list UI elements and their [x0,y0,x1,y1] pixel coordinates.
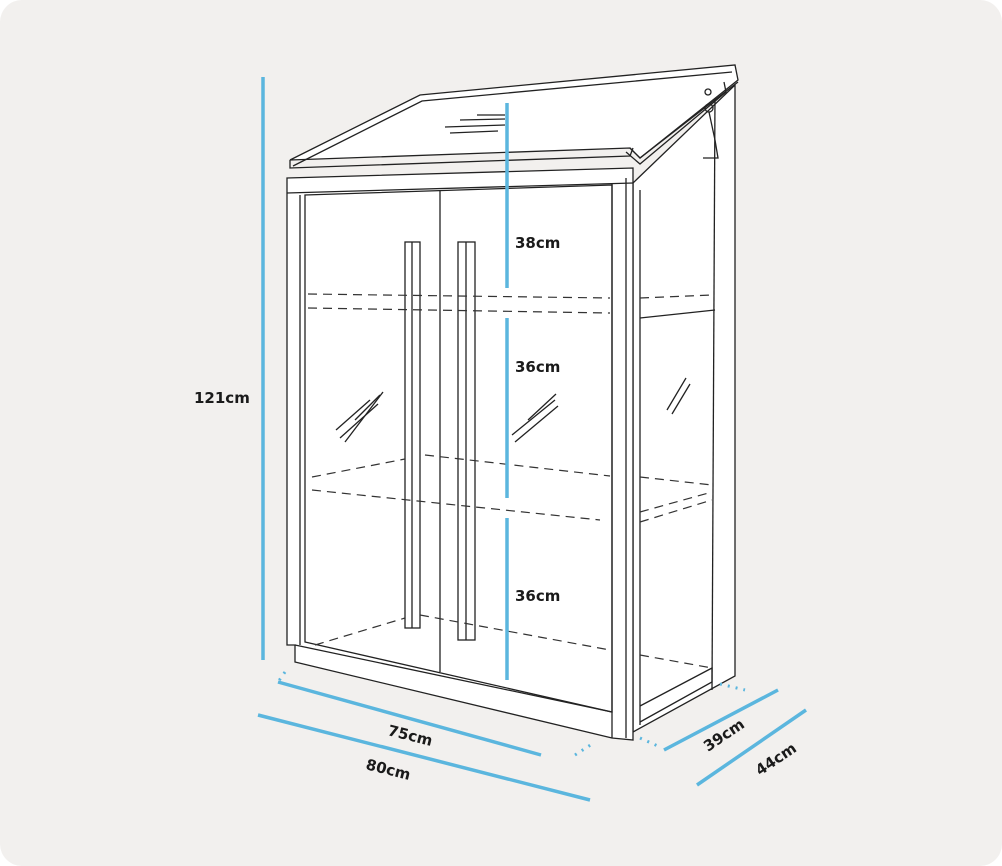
outer-depth-line [696,708,807,787]
outer-depth-label: 44cm [752,739,800,779]
top-compartment-label: 38cm [515,234,560,252]
side-panel [632,83,736,734]
total-height-label: 121cm [194,389,250,407]
glass-reflection-marks [335,377,691,443]
inner-depth-line [663,688,779,752]
outer-width-label: 80cm [364,755,412,783]
inner-width-line [277,680,542,757]
shelf-lines [307,293,713,669]
inner-width-label: 75cm [386,721,434,749]
roof [289,64,739,161]
inner-depth-label: 39cm [700,715,748,755]
dimension-lines [257,77,807,802]
middle-compartment-label: 36cm [515,358,560,376]
outer-width-line [257,713,591,802]
greenhouse-drawing [286,64,739,741]
bottom-compartment-label: 36cm [515,587,560,605]
